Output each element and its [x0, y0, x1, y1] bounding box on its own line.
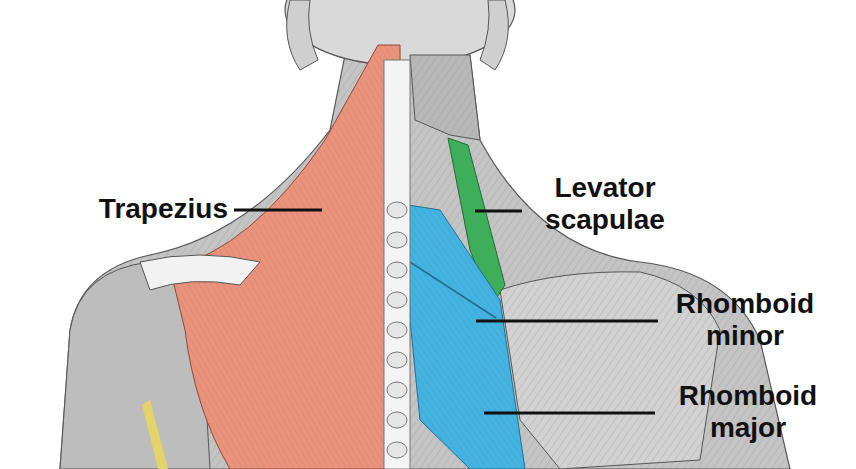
label-slot: Rhomboid minor: [665, 288, 825, 352]
leader-line: [234, 209, 322, 212]
label-slot: Trapezius: [99, 193, 228, 225]
label-slot: Levator scapulae: [528, 172, 682, 236]
rhomboid-division: [410, 262, 496, 318]
acromion: [140, 255, 260, 290]
nerve: [142, 400, 168, 469]
leader-lines: [234, 210, 658, 413]
leader-line: [476, 320, 658, 323]
muscle-label: Rhomboid minor: [665, 288, 825, 352]
rhomboid-muscles: [408, 205, 525, 469]
spine: [384, 60, 410, 469]
rhomboid-shading: [408, 205, 525, 469]
muscle-label: Rhomboid major: [668, 380, 828, 444]
leader-line: [484, 412, 655, 415]
muscle-label: Trapezius: [99, 193, 228, 225]
leader-line: [475, 210, 522, 213]
vertebrae: [387, 202, 407, 458]
neck-muscle: [410, 55, 480, 140]
ear: [480, 0, 508, 70]
muscle-label: Levator scapulae: [528, 172, 682, 236]
neck-shading: [410, 55, 480, 140]
label-slot: Rhomboid major: [668, 380, 828, 444]
ear: [287, 0, 318, 70]
